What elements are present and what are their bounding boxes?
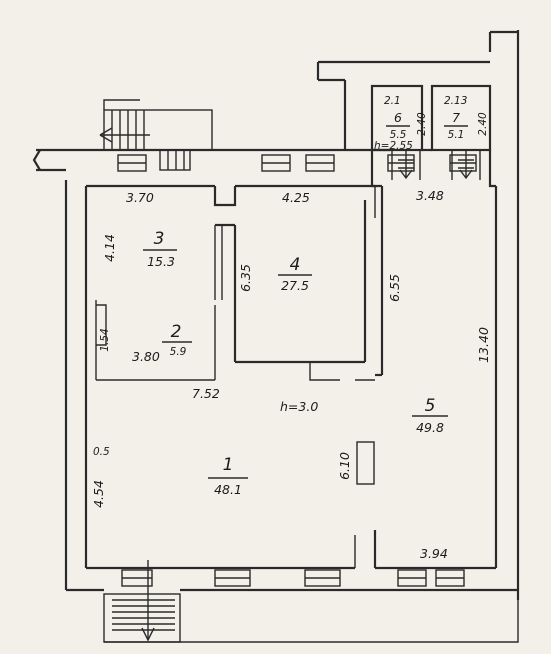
dim-room5-width-top: 3.48 bbox=[416, 188, 444, 203]
windows bbox=[117, 149, 477, 587]
outer-walls bbox=[32, 30, 520, 600]
small-rooms bbox=[370, 84, 496, 188]
room-4-area: 27.5 bbox=[281, 278, 309, 293]
room-2-area: 5.9 bbox=[170, 346, 187, 358]
room-1-number: 1 bbox=[223, 455, 234, 475]
dim-room3-width: 3.70 bbox=[126, 190, 154, 205]
dim-room7-width: 2.13 bbox=[444, 95, 467, 107]
dim-room2-width: 3.80 bbox=[132, 349, 160, 364]
dim-room4-length: 6.35 bbox=[238, 264, 253, 292]
dim-room7-length: 2.40 bbox=[477, 112, 489, 136]
dim-room5-length-right: 13.40 bbox=[476, 327, 491, 363]
room-2-number: 2 bbox=[171, 322, 182, 342]
small-steps bbox=[391, 150, 481, 180]
room-3-area: 15.3 bbox=[147, 254, 175, 269]
room-6-area: 5.5 bbox=[390, 129, 407, 141]
dim-room6-length: 2.40 bbox=[416, 112, 428, 136]
dim-room5-partition: 6.10 bbox=[337, 452, 352, 480]
dim-room5-length-left: 6.55 bbox=[387, 274, 402, 302]
dim-room6-width: 2.1 bbox=[384, 95, 401, 107]
interior-walls bbox=[95, 186, 384, 568]
room-6-number: 6 bbox=[394, 110, 402, 125]
ceiling-height: h=3.0 bbox=[280, 399, 318, 414]
room-7-number: 7 bbox=[452, 110, 460, 125]
room-5-area: 49.8 bbox=[416, 420, 444, 435]
dim-room4-width: 4.25 bbox=[282, 190, 310, 205]
room-labels: 1 48.1 2 5.9 3 15.3 4 27.5 5 49.8 6 5.5 … bbox=[143, 110, 468, 497]
room-1-area: 48.1 bbox=[214, 482, 242, 497]
dim-room5-width-bottom: 3.94 bbox=[420, 546, 448, 561]
dim-room3-length: 4.14 bbox=[102, 234, 117, 262]
top-stairs bbox=[99, 99, 213, 151]
bottom-stairs bbox=[103, 560, 519, 643]
dim-room1-offset: 0.5 bbox=[93, 446, 110, 458]
room-4-number: 4 bbox=[290, 255, 301, 275]
dim-room6-height: h=2.55 bbox=[374, 140, 413, 152]
room-7-area: 5.1 bbox=[448, 129, 465, 141]
room-3-number: 3 bbox=[154, 229, 165, 249]
dim-room1-width: 7.52 bbox=[192, 386, 220, 401]
dim-room1-length: 4.54 bbox=[91, 480, 106, 508]
dimension-labels: 3.70 4.25 3.48 4.14 6.35 6.55 13.40 1.54… bbox=[91, 95, 491, 561]
room-5-number: 5 bbox=[425, 396, 436, 416]
dim-room2-length: 1.54 bbox=[99, 328, 111, 351]
